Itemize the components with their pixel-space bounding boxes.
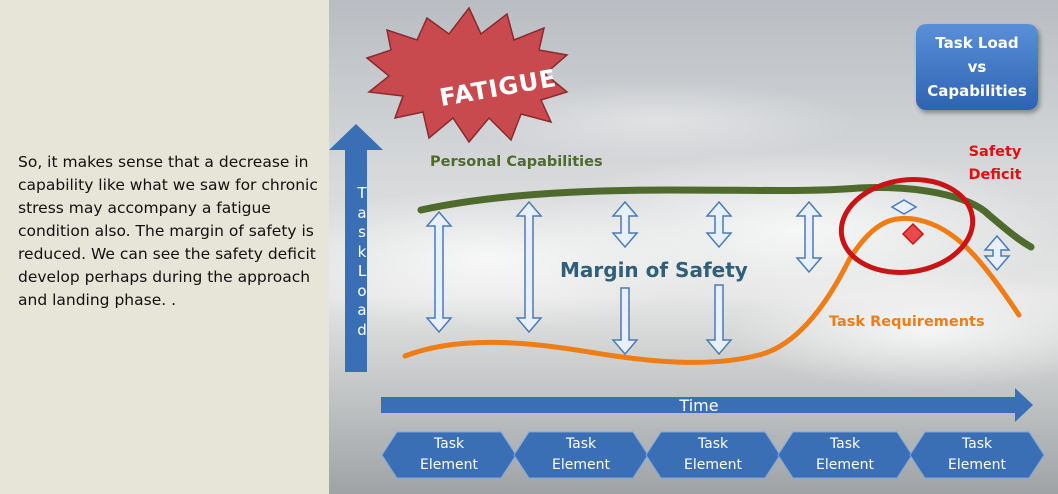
safety-deficit-line: Deficit [968,167,1022,183]
safety-deficit-label: Safety Deficit [965,141,1025,187]
margin-arrow [795,200,823,274]
task-element-line: Task [433,436,465,452]
personal-capabilities-line [417,184,1035,251]
task-element: Task Element [526,432,636,478]
safety-deficit-line: Safety [968,144,1022,160]
task-element: Task Element [658,432,768,478]
fatigue-burst-icon [365,6,569,144]
axis-letter: a [357,203,367,222]
task-load-label: T a s k L o a d [355,184,369,340]
safety-deficit-marker [901,222,925,246]
personal-capabilities-label: Personal Capabilities [430,154,603,170]
task-element-line: Task [961,436,993,452]
cloud [459,80,859,160]
slide: FATIGUE Task Load vs Capabilities T a s … [329,0,1058,494]
task-element-line: Element [948,457,1006,473]
task-requirements-line [402,215,1022,365]
time-axis-arrow [381,388,1033,422]
margin-arrow [515,200,543,334]
axis-letter: L [357,262,367,280]
task-requirements-label: Task Requirements [829,314,985,330]
task-element-line: Task [829,436,861,452]
safety-deficit-circle [838,177,976,275]
task-element-line: Element [684,457,742,473]
axis-letter: o [357,281,367,300]
task-element: Task Element [394,432,504,478]
task-element: Task Element [790,432,900,478]
margin-arrow [611,200,639,249]
margin-arrow [425,210,453,334]
cloud [729,270,1058,390]
task-element: Task Element [922,432,1032,478]
time-label: Time [679,396,719,415]
axis-letter: k [357,242,367,261]
task-element-line: Element [552,457,610,473]
axis-letter: d [357,320,367,339]
title-box: Task Load vs Capabilities [916,24,1038,110]
margin-of-safety-label: Margin of Safety [560,258,748,282]
axis-letter: T [357,184,367,202]
title-line: vs [967,58,987,76]
task-element-line: Task [697,436,729,452]
task-load-axis-arrow [329,124,383,372]
notes-panel: So, it makes sense that a decrease in ca… [0,0,329,494]
margin-arrow [705,200,733,249]
title-line: Task Load [935,34,1019,52]
margin-arrow [890,199,918,215]
margin-arrow [983,234,1011,272]
task-element-line: Element [816,457,874,473]
axis-letter: a [357,301,367,319]
task-element-line: Task [565,436,597,452]
notes-text: So, it makes sense that a decrease in ca… [18,153,318,309]
task-element-chevron [909,431,1045,479]
title-line: Capabilities [927,82,1027,100]
margin-arrow [611,287,639,356]
margin-arrow [705,284,733,356]
task-element-line: Element [420,457,478,473]
axis-letter: s [358,223,366,241]
